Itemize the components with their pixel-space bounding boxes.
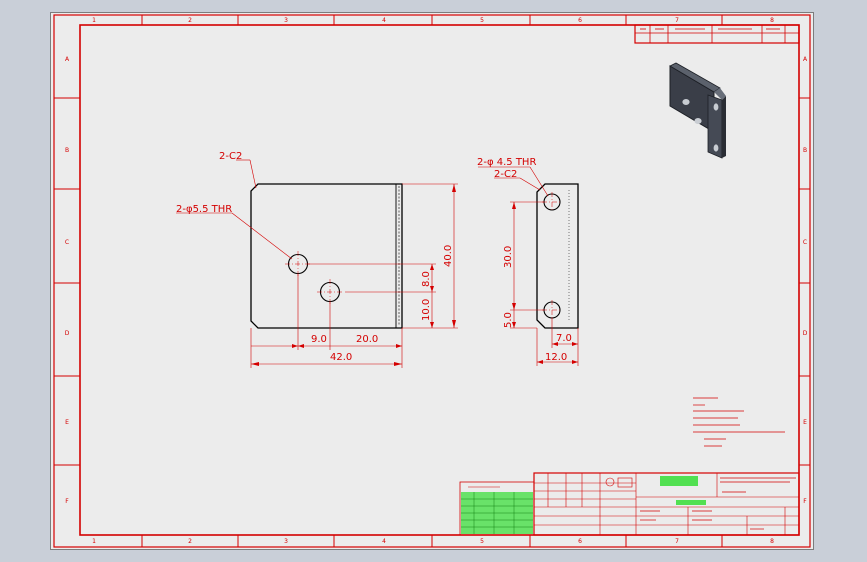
dim-side-hole-bottom: 5.0 xyxy=(503,312,514,328)
front-chamfer-callout: 2-C2 xyxy=(219,151,242,162)
row-label: C xyxy=(803,239,807,246)
side-chamfer-callout: 2-C2 xyxy=(494,169,517,180)
dim-front-hole-pitch-x: 20.0 xyxy=(356,334,378,345)
col-label: 1 xyxy=(92,17,96,24)
col-label: 8 xyxy=(770,17,774,24)
dim-side-hole-offset: 7.0 xyxy=(556,333,572,344)
row-label: E xyxy=(803,419,807,426)
col-label: 8 xyxy=(770,538,774,545)
inner-frame xyxy=(79,24,800,536)
front-dimensions xyxy=(176,159,458,368)
technical-notes xyxy=(693,397,785,447)
col-label: 6 xyxy=(578,17,582,24)
col-label: 3 xyxy=(284,17,288,24)
row-label: A xyxy=(65,56,70,63)
dim-side-width: 12.0 xyxy=(545,352,567,363)
row-label: D xyxy=(803,330,808,337)
col-label: 5 xyxy=(480,17,484,24)
front-view xyxy=(250,183,403,329)
col-label: 7 xyxy=(675,17,679,24)
col-label: 4 xyxy=(382,17,386,24)
side-dimensions xyxy=(478,166,579,366)
col-label: 2 xyxy=(188,538,192,545)
col-label: 7 xyxy=(675,538,679,545)
dim-front-hole-spacing-v: 8.0 xyxy=(421,271,432,287)
dim-side-hole-pitch: 30.0 xyxy=(503,246,514,268)
row-label: B xyxy=(65,147,69,154)
row-label: D xyxy=(65,330,70,337)
row-label: B xyxy=(803,147,807,154)
column-labels-top: 1 2 3 4 5 6 7 8 xyxy=(92,17,774,24)
dim-front-hole-bottom: 10.0 xyxy=(421,299,432,321)
row-label: C xyxy=(65,239,69,246)
row-label: F xyxy=(803,498,807,505)
row-labels-right: A B C D E F xyxy=(803,56,808,505)
approval-table xyxy=(459,481,535,536)
col-label: 3 xyxy=(284,538,288,545)
row-labels-left: A B C D E F xyxy=(65,56,70,505)
zone-ticks xyxy=(54,15,810,547)
dim-front-width: 42.0 xyxy=(330,352,352,363)
side-dim-texts: 2-φ 4.5 THR 2-C2 7.0 12.0 30.0 5.0 xyxy=(477,157,572,363)
col-label: 5 xyxy=(480,538,484,545)
title-block xyxy=(533,472,800,536)
front-dim-texts: 2-C2 2-φ5.5 THR 9.0 20.0 42.0 40.0 8.0 1… xyxy=(176,151,454,363)
front-dim-arrows xyxy=(251,184,456,366)
row-label: F xyxy=(65,498,69,505)
row-label: A xyxy=(803,56,808,63)
side-view xyxy=(536,183,579,329)
isometric-part xyxy=(669,62,726,159)
dim-front-hole-x1: 9.0 xyxy=(311,334,327,345)
side-outline xyxy=(536,183,579,329)
col-label: 2 xyxy=(188,17,192,24)
column-labels-bottom: 1 2 3 4 5 6 7 8 xyxy=(92,538,774,545)
dim-front-height: 40.0 xyxy=(443,245,454,267)
front-outline xyxy=(250,183,403,329)
revision-table xyxy=(634,24,800,44)
row-label: E xyxy=(65,419,69,426)
side-hole-callout: 2-φ 4.5 THR xyxy=(477,157,536,168)
front-hole-callout: 2-φ5.5 THR xyxy=(176,204,232,215)
side-dim-arrows xyxy=(512,202,578,364)
col-label: 1 xyxy=(92,538,96,545)
col-label: 6 xyxy=(578,538,582,545)
col-label: 4 xyxy=(382,538,386,545)
